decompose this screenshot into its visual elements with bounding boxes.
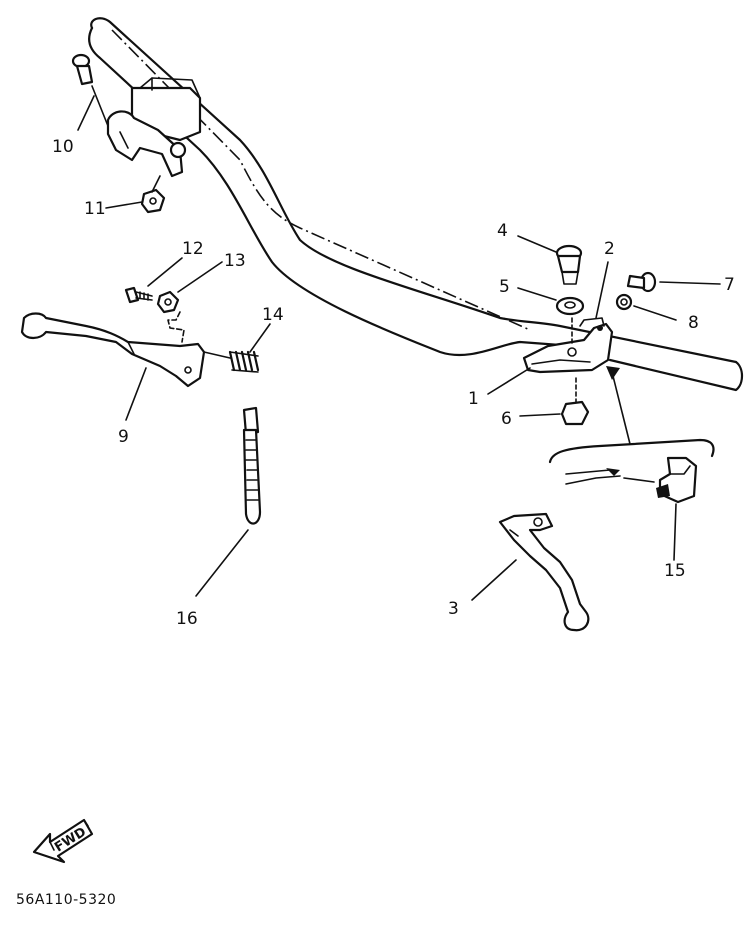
- lever-3: [498, 512, 590, 632]
- bolt-12: [124, 286, 153, 304]
- lever-9: [20, 312, 206, 388]
- callout-13: 13: [224, 251, 246, 271]
- washer-8: [615, 293, 633, 311]
- pointer-14: [249, 323, 271, 353]
- pointer-4: [517, 235, 557, 253]
- leader-10: [91, 85, 109, 127]
- pointer-5: [517, 287, 557, 301]
- bolt-4: [555, 244, 583, 285]
- nut-11: [140, 188, 166, 214]
- callout-8: 8: [688, 313, 699, 333]
- callout-7: 7: [724, 275, 735, 295]
- callout-1: 1: [468, 389, 479, 409]
- callout-12: 12: [182, 239, 204, 259]
- leader-11: [151, 175, 161, 193]
- callout-4: 4: [497, 221, 508, 241]
- callout-3: 3: [448, 599, 459, 619]
- switch-15: [565, 456, 698, 504]
- callout-2: 2: [604, 239, 615, 259]
- pointer-6: [519, 413, 561, 417]
- pointer-8: [633, 305, 677, 321]
- callout-15: 15: [664, 561, 686, 581]
- washer-5: [555, 296, 585, 316]
- switch-bubble: [548, 366, 715, 464]
- pointer-16: [195, 529, 249, 597]
- pointer-7: [659, 281, 721, 285]
- callout-10: 10: [52, 137, 74, 157]
- spring-14: [203, 350, 260, 373]
- pointer-11: [105, 201, 143, 209]
- nut-13: [156, 290, 180, 314]
- bolt-10: [71, 53, 94, 86]
- pointer-3: [471, 559, 517, 601]
- pointer-2: [595, 261, 609, 319]
- callout-6: 6: [501, 409, 512, 429]
- pointer-9: [125, 367, 147, 421]
- screw-7: [626, 271, 657, 293]
- callout-9: 9: [118, 427, 129, 447]
- fwd-arrow-icon: [32, 818, 94, 864]
- pointer-10: [77, 95, 95, 131]
- callout-5: 5: [499, 277, 510, 297]
- handlebar: [88, 17, 744, 392]
- pointer-13: [177, 261, 223, 293]
- leader-13: [167, 311, 185, 343]
- callout-14: 14: [262, 305, 284, 325]
- pointer-12: [147, 257, 183, 287]
- callout-16: 16: [176, 609, 198, 629]
- nut-6: [560, 400, 590, 426]
- drawing-code: 56A110-5320: [16, 892, 116, 908]
- pointer-1: [487, 367, 531, 395]
- perch-1: [522, 317, 614, 374]
- cable-band-16: [242, 406, 262, 525]
- master-cylinder: [106, 77, 202, 178]
- callout-11: 11: [84, 199, 106, 219]
- pointer-15: [673, 503, 677, 561]
